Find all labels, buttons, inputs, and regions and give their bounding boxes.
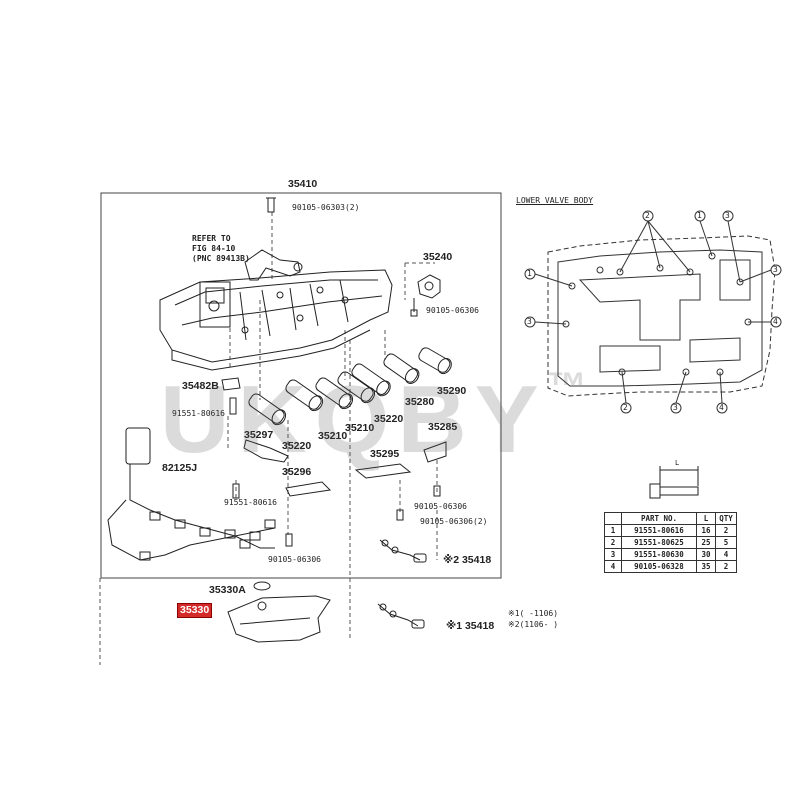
assembly-frame [100,192,502,579]
label-35410[interactable]: 35410 [288,178,318,190]
label-35210-left[interactable]: 35210 [318,430,348,442]
callout-1-top: 1 [697,211,702,220]
table-header-index [604,512,622,525]
table-cell[interactable]: 91551-80616 [621,524,697,537]
label-91551-upper[interactable]: 91551-80616 [172,409,225,418]
label-35210-right[interactable]: 35210 [345,422,375,434]
label-35418-upper[interactable]: ※2 35418 [443,554,492,566]
callout-3-bottom: 3 [673,403,678,412]
label-bolt-35285[interactable]: 90105-06306 [414,502,467,511]
label-35330a[interactable]: 35330A [209,584,246,596]
table-row: 1 91551-80616 16 2 [604,524,737,537]
wiring-harness [107,427,276,561]
label-35285[interactable]: 35285 [428,421,458,433]
callout-2-bottom: 2 [623,403,628,412]
table-cell: 2 [715,560,737,573]
table-cell: 2 [715,524,737,537]
label-35297[interactable]: 35297 [244,429,274,441]
table-cell: 25 [696,536,716,549]
oil-pipe-lower [377,603,425,629]
callout-2-top: 2 [645,211,650,220]
trademark-symbol: ™ [546,365,587,409]
bolt-dimension-sketch [649,466,699,499]
label-35295[interactable]: 35295 [370,448,400,460]
table-cell: 1 [604,524,622,537]
oil-strainer [227,581,331,643]
callout-4-bottom: 4 [719,403,724,412]
lower-valve-body-view [524,210,782,414]
table-cell[interactable]: 91551-80630 [621,548,697,561]
callout-3-right-a: 3 [773,265,778,274]
lower-valve-body-title: LOWER VALVE BODY [516,196,594,205]
label-bolt-35240[interactable]: 90105-06306 [426,306,479,315]
footnote-2: ※2(1106- ) [508,620,559,629]
table-cell: 2 [604,536,622,549]
footnote-1: ※1( -1106) [508,609,559,618]
label-35280[interactable]: 35280 [405,396,435,408]
bolt-parts-table: PART NO. L QTY 1 91551-80616 16 2 2 9155… [604,512,737,573]
upper-valve-body [159,269,393,371]
oil-pipe-upper [379,539,427,563]
label-35290[interactable]: 35290 [437,385,467,397]
label-82125j[interactable]: 82125J [162,462,198,474]
table-row: 2 91551-80625 25 5 [604,536,737,549]
watermark-text: UKQBY [160,366,547,473]
callout-3-top: 3 [725,211,730,220]
table-row: 3 91551-80630 30 4 [604,548,737,561]
refer-note: REFER TO FIG 84-10 (PNC 89413B) [192,234,250,263]
label-bolt-top[interactable]: 90105-06303(2) [292,203,360,212]
label-35482b[interactable]: 35482B [182,380,219,392]
label-35330-highlighted[interactable]: 35330 [177,603,213,618]
bolt-length-label: L [675,459,680,467]
table-row: 4 90105-06328 35 2 [604,560,737,573]
table-cell: 35 [696,560,716,573]
detent-spring-bracket [244,197,303,281]
table-cell: 4 [604,560,622,573]
table-cell: 16 [696,524,716,537]
solenoid-set [248,347,452,426]
callout-3-left: 3 [527,317,532,326]
label-35296[interactable]: 35296 [282,466,312,478]
table-header-qty: QTY [715,512,737,525]
callout-1-left: 1 [527,269,532,278]
label-35418-lower[interactable]: ※1 35418 [446,620,495,632]
table-cell[interactable]: 90105-06328 [621,560,697,573]
label-bolt-35295[interactable]: 90105-06306(2) [420,517,488,526]
table-cell: 30 [696,548,716,561]
part-35240-shape [410,274,441,317]
callout-4-right: 4 [773,317,778,326]
table-cell: 5 [715,536,737,549]
table-cell: 4 [715,548,737,561]
label-91551-lower[interactable]: 91551-80616 [224,498,277,507]
label-35220-left[interactable]: 35220 [282,440,312,452]
label-35240[interactable]: 35240 [423,251,453,263]
table-header-length: L [696,512,716,525]
label-bolt-lower[interactable]: 90105-06306 [268,555,321,564]
watermark: UKQBY™ [160,365,587,475]
label-35220-right[interactable]: 35220 [374,413,404,425]
table-header-row: PART NO. L QTY [604,512,737,525]
small-parts [221,377,447,547]
table-header-partno: PART NO. [621,512,697,525]
table-cell[interactable]: 91551-80625 [621,536,697,549]
table-cell: 3 [604,548,622,561]
